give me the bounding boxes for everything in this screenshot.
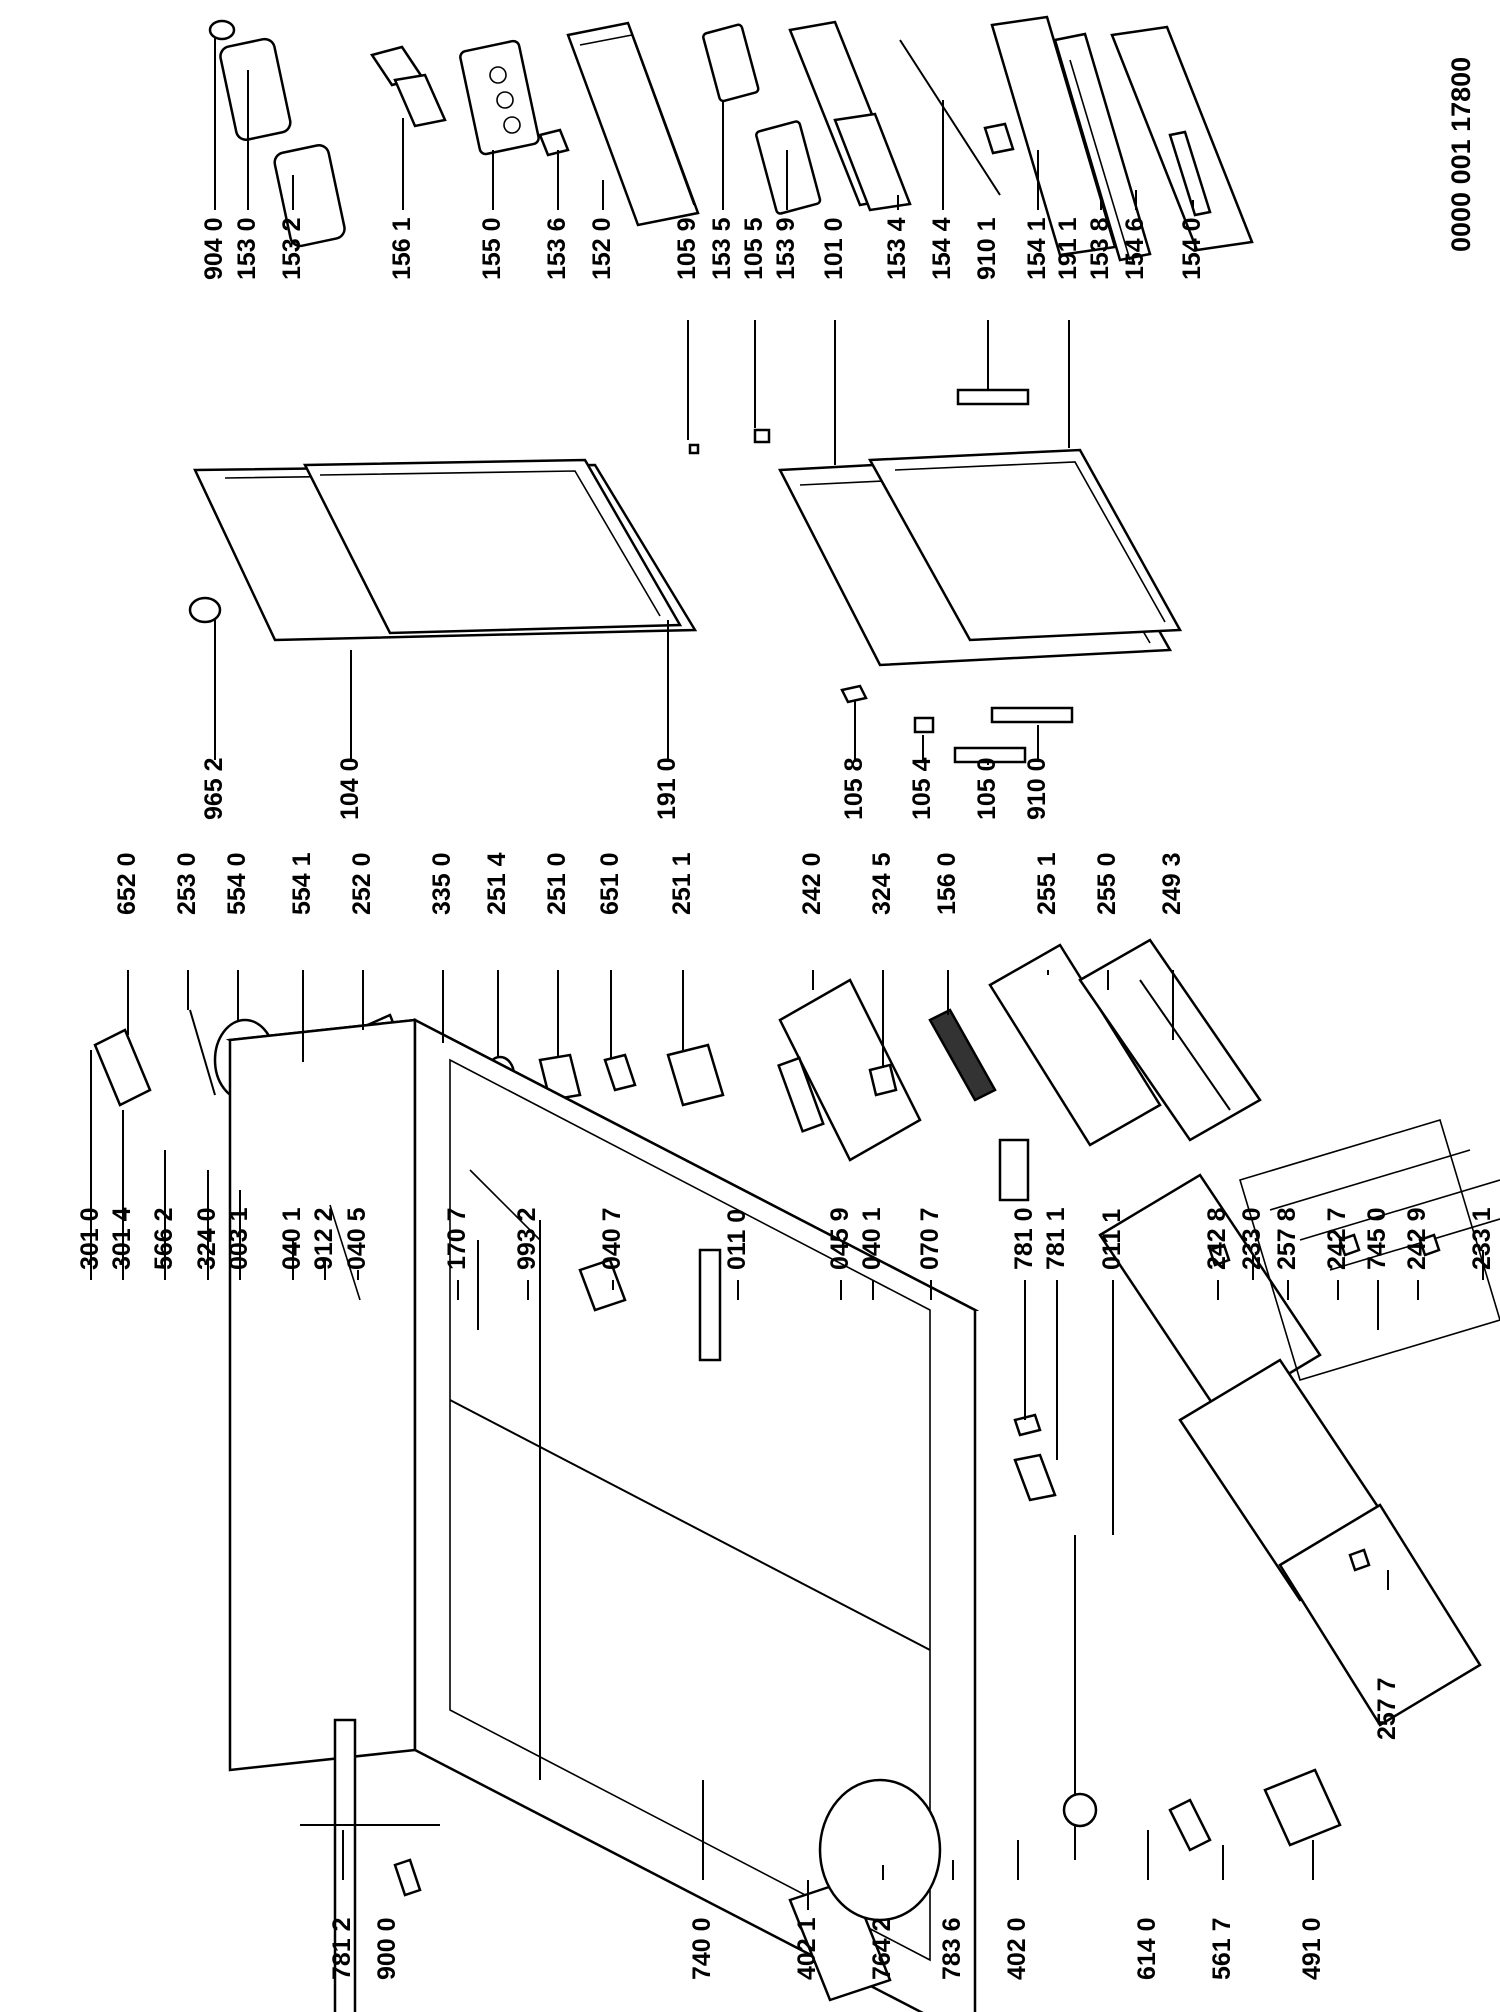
part-label-6510: 651 0 — [596, 852, 624, 915]
part-label-6520: 652 0 — [113, 852, 141, 915]
part-label-2514: 251 4 — [483, 852, 511, 915]
part-label-6140: 614 0 — [1133, 1917, 1161, 1980]
part-label-2331: 233 1 — [1468, 1207, 1496, 1270]
side-strips — [477, 1056, 1076, 1860]
part-label-9101: 910 1 — [973, 217, 1001, 280]
part-label-1546: 154 6 — [1121, 217, 1149, 280]
part-label-4020: 402 0 — [1003, 1917, 1031, 1980]
part-label-1534: 153 4 — [883, 217, 911, 280]
part-label-1536: 153 6 — [543, 217, 571, 280]
part-label-0459: 045 9 — [826, 1207, 854, 1270]
part-label-3014: 301 4 — [108, 1207, 136, 1270]
part-label-3010: 301 0 — [76, 1207, 104, 1270]
part-label-2551: 255 1 — [1033, 852, 1061, 915]
part-label-1560: 156 0 — [933, 852, 961, 915]
part-label-5662: 566 2 — [150, 1207, 178, 1270]
part-label-1520: 152 0 — [588, 217, 616, 280]
part-label-0110: 011 0 — [723, 1209, 751, 1270]
part-label-4021: 402 1 — [793, 1917, 821, 1980]
part-label-2330: 233 0 — [1238, 1207, 1266, 1270]
part-label-2578: 257 8 — [1273, 1207, 1301, 1270]
part-label-9000: 900 0 — [373, 1917, 401, 1980]
part-label-7810: 781 0 — [1010, 1207, 1038, 1270]
part-label-7642: 764 2 — [868, 1917, 896, 1980]
freezer-drawers — [1098, 1119, 1500, 1727]
part-label-3240: 324 0 — [193, 1207, 221, 1270]
part-label-7812: 781 2 — [328, 1917, 356, 1980]
part-label-2510: 251 0 — [543, 852, 571, 915]
part-label-2429: 242 9 — [1403, 1207, 1431, 1270]
part-label-2550: 255 0 — [1093, 852, 1121, 915]
electrical-parts — [1062, 1768, 1342, 1852]
cabinet-body — [225, 1017, 980, 2012]
part-label-0031: 003 1 — [225, 1207, 253, 1270]
part-label-1550: 155 0 — [478, 217, 506, 280]
part-label-1010: 101 0 — [820, 217, 848, 280]
part-label-2428: 242 8 — [1203, 1207, 1231, 1270]
part-label-9652: 965 2 — [200, 757, 228, 820]
part-label-2493: 249 3 — [1158, 852, 1186, 915]
part-label-1532: 153 2 — [278, 217, 306, 280]
part-label-1561: 156 1 — [388, 217, 416, 280]
part-label-1910: 191 0 — [653, 757, 681, 820]
leader-lines — [90, 38, 1484, 1910]
part-label-1535: 153 5 — [708, 217, 736, 280]
part-drawings — [93, 15, 1500, 2012]
part-label-1530: 153 0 — [233, 217, 261, 280]
door-accessories — [208, 15, 1254, 262]
part-label-1544: 154 4 — [928, 217, 956, 280]
part-label-2520: 252 0 — [348, 852, 376, 915]
part-label-1707: 170 7 — [443, 1207, 471, 1270]
part-label-0405: 040 5 — [343, 1207, 371, 1270]
part-label-5541: 554 1 — [288, 852, 316, 915]
part-label-1541: 154 1 — [1023, 217, 1051, 280]
part-label-5540: 554 0 — [223, 852, 251, 915]
part-label-2511: 251 1 — [668, 852, 696, 915]
part-label-1539: 153 9 — [772, 217, 800, 280]
part-label-9100: 910 0 — [1023, 757, 1051, 820]
part-label-1538: 153 8 — [1086, 217, 1114, 280]
part-label-4910: 491 0 — [1298, 1917, 1326, 1980]
part-label-7811: 781 1 — [1042, 1207, 1070, 1270]
part-label-2420: 242 0 — [798, 852, 826, 915]
part-label-1054: 105 4 — [908, 757, 936, 820]
doors — [188, 388, 1183, 764]
document-number: 0000 001 17800 — [1446, 57, 1476, 252]
part-label-2427: 242 7 — [1323, 1207, 1351, 1270]
part-label-5617: 561 7 — [1208, 1917, 1236, 1980]
part-label-1040: 104 0 — [336, 757, 364, 820]
part-label-0707: 070 7 — [916, 1207, 944, 1270]
part-label-0401b: 040 1 — [858, 1207, 886, 1270]
part-label-1058: 105 8 — [840, 757, 868, 820]
part-label-1059: 105 9 — [673, 217, 701, 280]
part-label-0401: 040 1 — [278, 1207, 306, 1270]
part-label-7450: 745 0 — [1363, 1207, 1391, 1270]
part-label-2577: 257 7 — [1373, 1677, 1401, 1740]
part-label-9122: 912 2 — [310, 1207, 338, 1270]
part-label-1050: 105 0 — [973, 757, 1001, 820]
part-label-0111: 011 1 — [1098, 1209, 1126, 1270]
part-label-3245: 324 5 — [868, 852, 896, 915]
part-label-2530: 253 0 — [173, 852, 201, 915]
part-label-9040: 904 0 — [200, 217, 228, 280]
part-label-9932: 993 2 — [513, 1207, 541, 1270]
part-label-7836: 783 6 — [938, 1917, 966, 1980]
part-label-1911: 191 1 — [1054, 217, 1082, 280]
part-label-1055: 105 5 — [740, 217, 768, 280]
part-label-7400: 740 0 — [688, 1917, 716, 1980]
part-label-1540: 154 0 — [1178, 217, 1206, 280]
part-label-0407: 040 7 — [598, 1207, 626, 1270]
part-label-3350: 335 0 — [428, 852, 456, 915]
